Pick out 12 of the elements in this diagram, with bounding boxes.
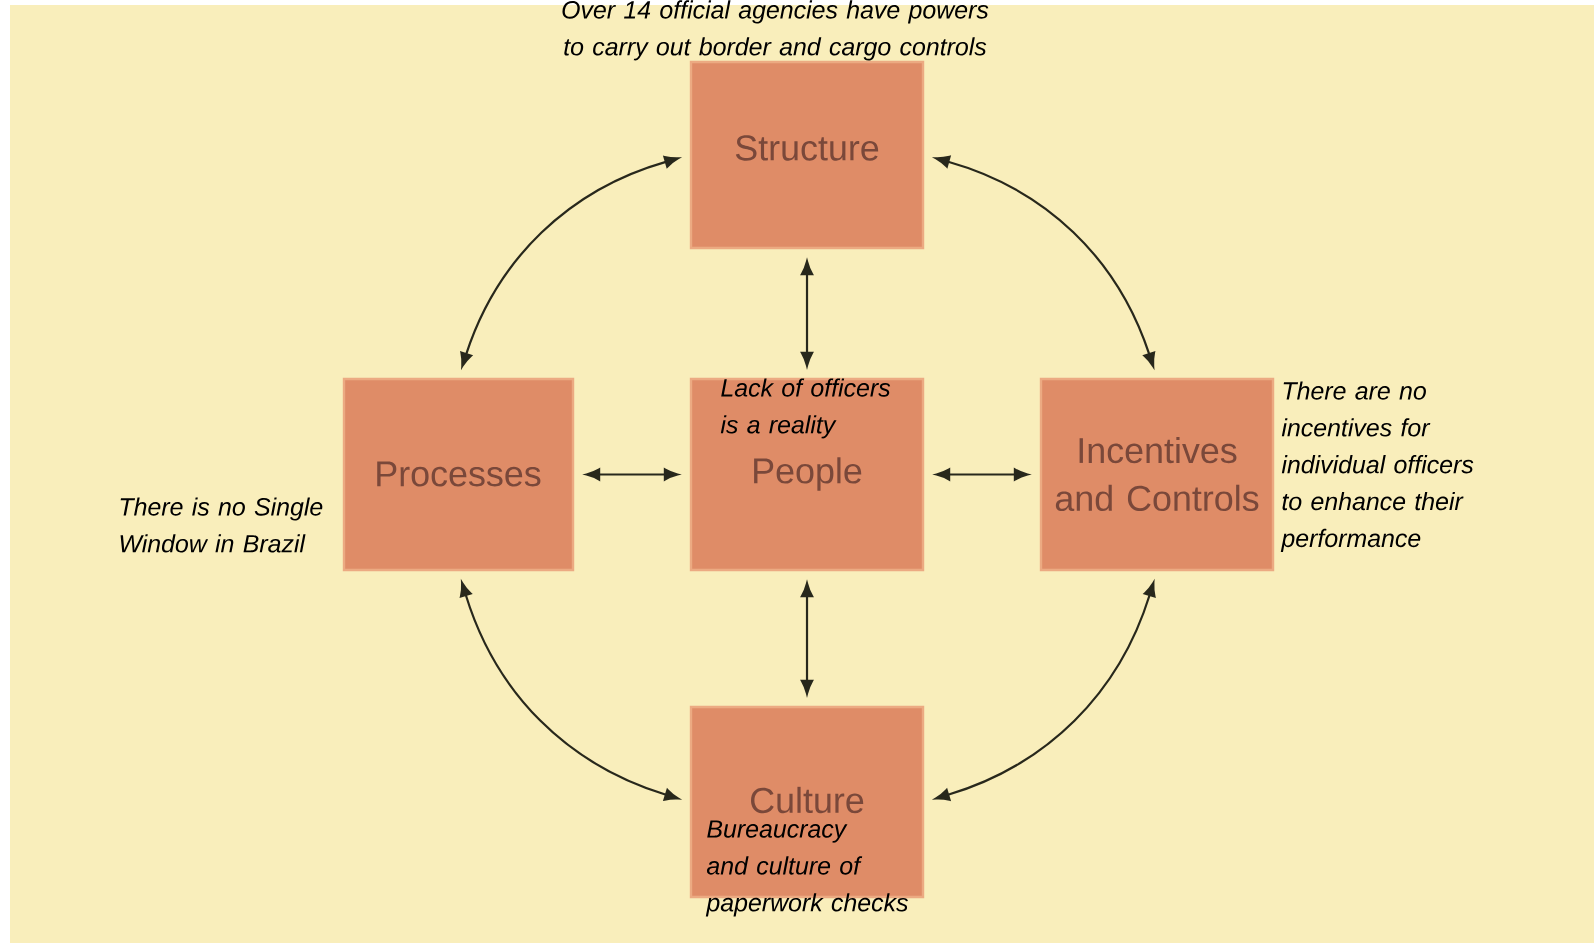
box: Structure	[689, 60, 925, 250]
arrow	[934, 581, 1156, 801]
annotation-text: Lack of officers is a reality	[720, 378, 891, 439]
annotation-text: Bureaucracy and culture of paperwork checks	[705, 820, 908, 917]
box: Processes	[342, 377, 575, 572]
annotation-text: There is no Single Window in Brazil	[120, 497, 323, 553]
arrow	[459, 581, 680, 801]
annotation-text: There are no incentives for individual officers to enhance their performance	[1280, 381, 1474, 553]
arrow	[800, 260, 814, 367]
box: Incentives and Controls	[1039, 377, 1275, 572]
annotation-text: Over 14 official agencies have powers to carry out border and cargo controls	[562, 0, 989, 61]
arrow	[800, 582, 814, 695]
